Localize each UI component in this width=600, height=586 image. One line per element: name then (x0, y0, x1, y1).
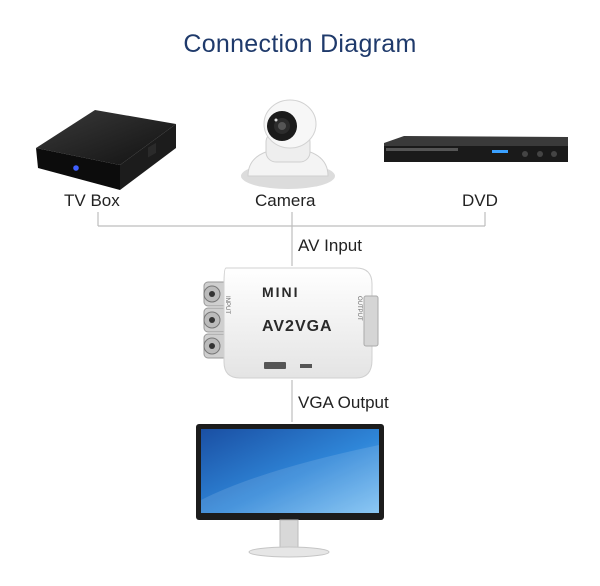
converter-input-port-label: INPUT (224, 296, 230, 314)
av-input-label: AV Input (298, 236, 362, 255)
tv-box-icon (36, 110, 176, 190)
converter-output-port-label: OUTPUT (356, 296, 362, 321)
camera-label: Camera (255, 191, 316, 210)
converter-model-text: AV2VGA (262, 318, 333, 335)
diagram-title: Connection Diagram (183, 30, 417, 58)
camera-icon (241, 99, 335, 189)
monitor-icon (196, 424, 384, 558)
vga-output-label: VGA Output (298, 393, 389, 412)
dvd-label: DVD (462, 191, 498, 210)
dvd-player-icon (384, 136, 568, 162)
converter-icon (203, 267, 379, 379)
tv-box-label: TV Box (64, 191, 120, 210)
converter-brand-text: MINI (262, 284, 300, 300)
connector-lines (97, 212, 486, 422)
rca-jacks (203, 281, 229, 359)
